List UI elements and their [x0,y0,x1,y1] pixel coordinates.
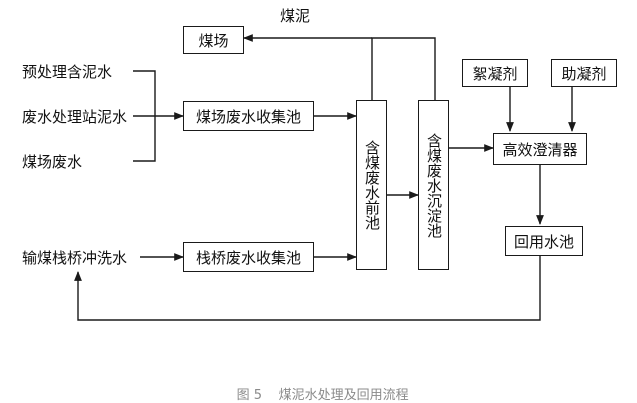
input-wastewater-station: 废水处理站泥水 [22,108,128,126]
coal-yard-collection-pool: 煤场废水收集池 [183,101,314,131]
coal-yard-label: 煤场 [198,31,229,50]
pre-pool-label: 含煤废水前池 [363,140,381,230]
input-trestle-wash: 输煤栈桥冲洗水 [22,249,128,267]
coal-yard-collection-pool-label: 煤场废水收集池 [195,107,301,126]
figure-caption: 图 5 煤泥水处理及回用流程 [0,369,637,403]
clarifier-box: 高效澄清器 [493,133,587,165]
flocculant-box: 絮凝剂 [462,59,528,87]
return-line [74,256,541,321]
clarifier-label: 高效澄清器 [502,140,578,159]
input-pretreatment: 预处理含泥水 [22,63,113,81]
sedimentation-pool: 含煤废水沉淀池 [418,100,449,270]
coal-yard-box: 煤场 [183,26,244,54]
trestle-collection-pool-label: 栈桥废水收集池 [195,248,301,267]
coagulant-aid-box: 助凝剂 [551,59,617,87]
flocculant-label: 絮凝剂 [472,64,518,83]
reuse-pool-box: 回用水池 [505,226,583,256]
sludge-line [371,37,436,100]
pre-pool: 含煤废水前池 [356,100,387,270]
figure-number: 图 5 [236,388,263,403]
figure-title: 煤泥水处理及回用流程 [278,388,409,403]
trestle-collection-pool: 栈桥废水收集池 [183,242,314,272]
sludge-label: 煤泥 [280,7,311,25]
sedimentation-pool-label: 含煤废水沉淀池 [425,132,443,238]
coagulant-aid-label: 助凝剂 [561,64,607,83]
input-coal-yard-wastewater: 煤场废水 [22,153,83,171]
reuse-pool-label: 回用水池 [513,232,574,251]
